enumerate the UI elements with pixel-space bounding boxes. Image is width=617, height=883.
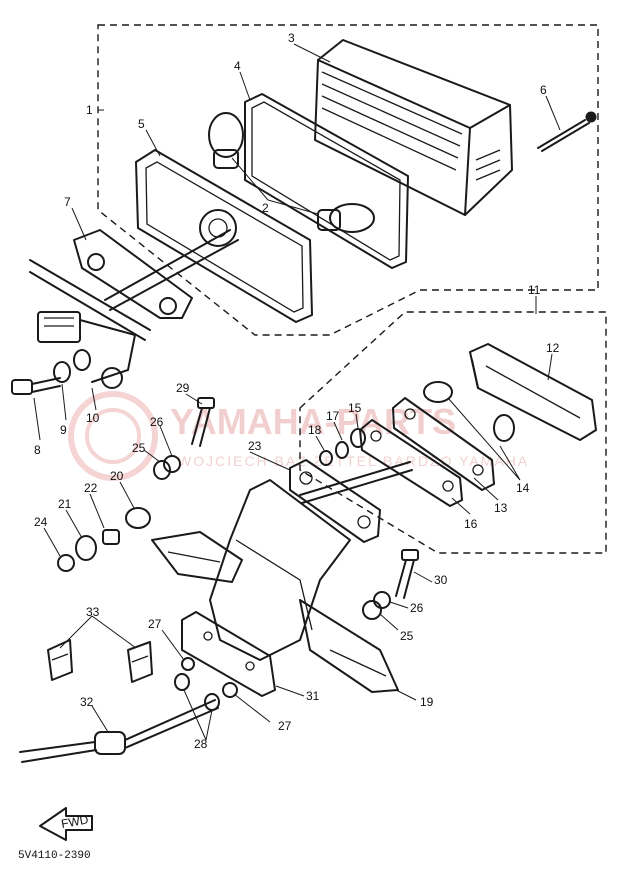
- callout-25-upper: 25: [132, 441, 146, 455]
- callout-30: 30: [434, 573, 448, 587]
- callout-15: 15: [348, 401, 362, 415]
- callout-22: 22: [84, 481, 98, 495]
- wire-harness: [19, 699, 219, 763]
- bulb-lower: [317, 203, 375, 233]
- license-lamp-screw: [299, 461, 413, 504]
- license-lamp-base: [392, 397, 495, 491]
- callout-11: 11: [528, 283, 541, 297]
- callout-20: 20: [110, 469, 124, 483]
- callout-7: 7: [64, 195, 71, 209]
- callout-33: 33: [86, 605, 100, 619]
- fwd-label: FWD: [60, 812, 90, 831]
- callout-26-lower: 26: [410, 601, 424, 615]
- nut-25-upper: [153, 460, 171, 480]
- callout-31: 31: [306, 689, 320, 703]
- lamp-bracket: [73, 229, 193, 319]
- collar-21: [75, 535, 97, 561]
- callout-9: 9: [60, 423, 67, 437]
- callout-3: 3: [288, 31, 295, 45]
- diagram-reference-code: 5V4110-2390: [18, 850, 91, 862]
- watermark: YAMAHA-PARTS WOJCIECH BAZ ZETTEL BARDZO …: [68, 391, 529, 481]
- callout-4: 4: [234, 59, 241, 73]
- grommet-20: [125, 507, 151, 529]
- callout-14: 14: [516, 481, 530, 495]
- lamp-base-plate: [135, 149, 313, 323]
- nut-25-lower: [362, 600, 382, 620]
- callout-13: 13: [494, 501, 508, 515]
- washer-17: [335, 441, 349, 459]
- callout-32: 32: [80, 695, 94, 709]
- callout-12: 12: [546, 341, 560, 355]
- bolt-29: [191, 397, 215, 447]
- callout-1: 1: [86, 103, 93, 117]
- callout-21: 21: [58, 497, 72, 511]
- callout-8: 8: [34, 443, 41, 457]
- callout-19: 19: [420, 695, 434, 709]
- callout-29: 29: [176, 381, 190, 395]
- callout-16: 16: [464, 517, 478, 531]
- wire-clamp-right: [127, 641, 153, 683]
- nut: [73, 349, 91, 371]
- callout-23: 23: [248, 439, 262, 453]
- license-bulb-right: [493, 414, 515, 442]
- callout-27-upper: 27: [148, 617, 162, 631]
- leader-lines: [33, 43, 561, 741]
- callout-18: 18: [308, 423, 322, 437]
- license-plate-bracket-23: [289, 459, 381, 543]
- spacer-22: [102, 529, 120, 545]
- rear-fender-bracket: [151, 479, 399, 693]
- callout-17: 17: [326, 409, 340, 423]
- bolt-30: [395, 549, 419, 599]
- watermark-subtitle: WOJCIECH BAZ ZETTEL BARDZO YAMAHA: [178, 453, 529, 469]
- license-light-assembly-box: [299, 311, 607, 554]
- cap-nut-24: [57, 554, 75, 572]
- bolt: [11, 377, 61, 395]
- tail-light-assembly-box: [97, 24, 599, 336]
- bracket-cover: [181, 611, 276, 697]
- long-screw: [537, 111, 597, 152]
- bulb-upper: [208, 112, 244, 169]
- nut-27-upper: [181, 657, 195, 671]
- nut-18: [319, 450, 333, 466]
- callout-28: 28: [194, 737, 208, 751]
- callout-10: 10: [86, 411, 100, 425]
- grommet-28-left: [174, 673, 190, 691]
- callout-26-upper: 26: [150, 415, 164, 429]
- washer-26-lower: [373, 591, 391, 609]
- license-lamp-lens: [469, 343, 597, 441]
- callout-2: 2: [262, 201, 269, 215]
- callout-25-lower: 25: [400, 629, 414, 643]
- lens-gasket: [244, 93, 409, 269]
- watermark-logo: [68, 391, 158, 481]
- watermark-brand: YAMAHA-PARTS: [170, 401, 456, 442]
- washer: [53, 361, 71, 383]
- callout-6: 6: [540, 83, 547, 97]
- callout-5: 5: [138, 117, 145, 131]
- callout-labels: 1 2 3 4 5 6 7 8 9 10 11 12 13 14 15 16 1…: [34, 31, 560, 751]
- callout-27-lower: 27: [278, 719, 292, 733]
- nut-27-lower: [222, 682, 238, 698]
- tail-lens-housing: [314, 39, 513, 216]
- license-bulb-left: [423, 381, 453, 403]
- license-lamp-gasket: [359, 419, 463, 507]
- spacer-15: [350, 428, 366, 448]
- fwd-arrow-icon: FWD: [39, 807, 93, 841]
- wiring-and-connector: [29, 229, 239, 389]
- callout-24: 24: [34, 515, 48, 529]
- wire-clamp-left: [47, 639, 73, 681]
